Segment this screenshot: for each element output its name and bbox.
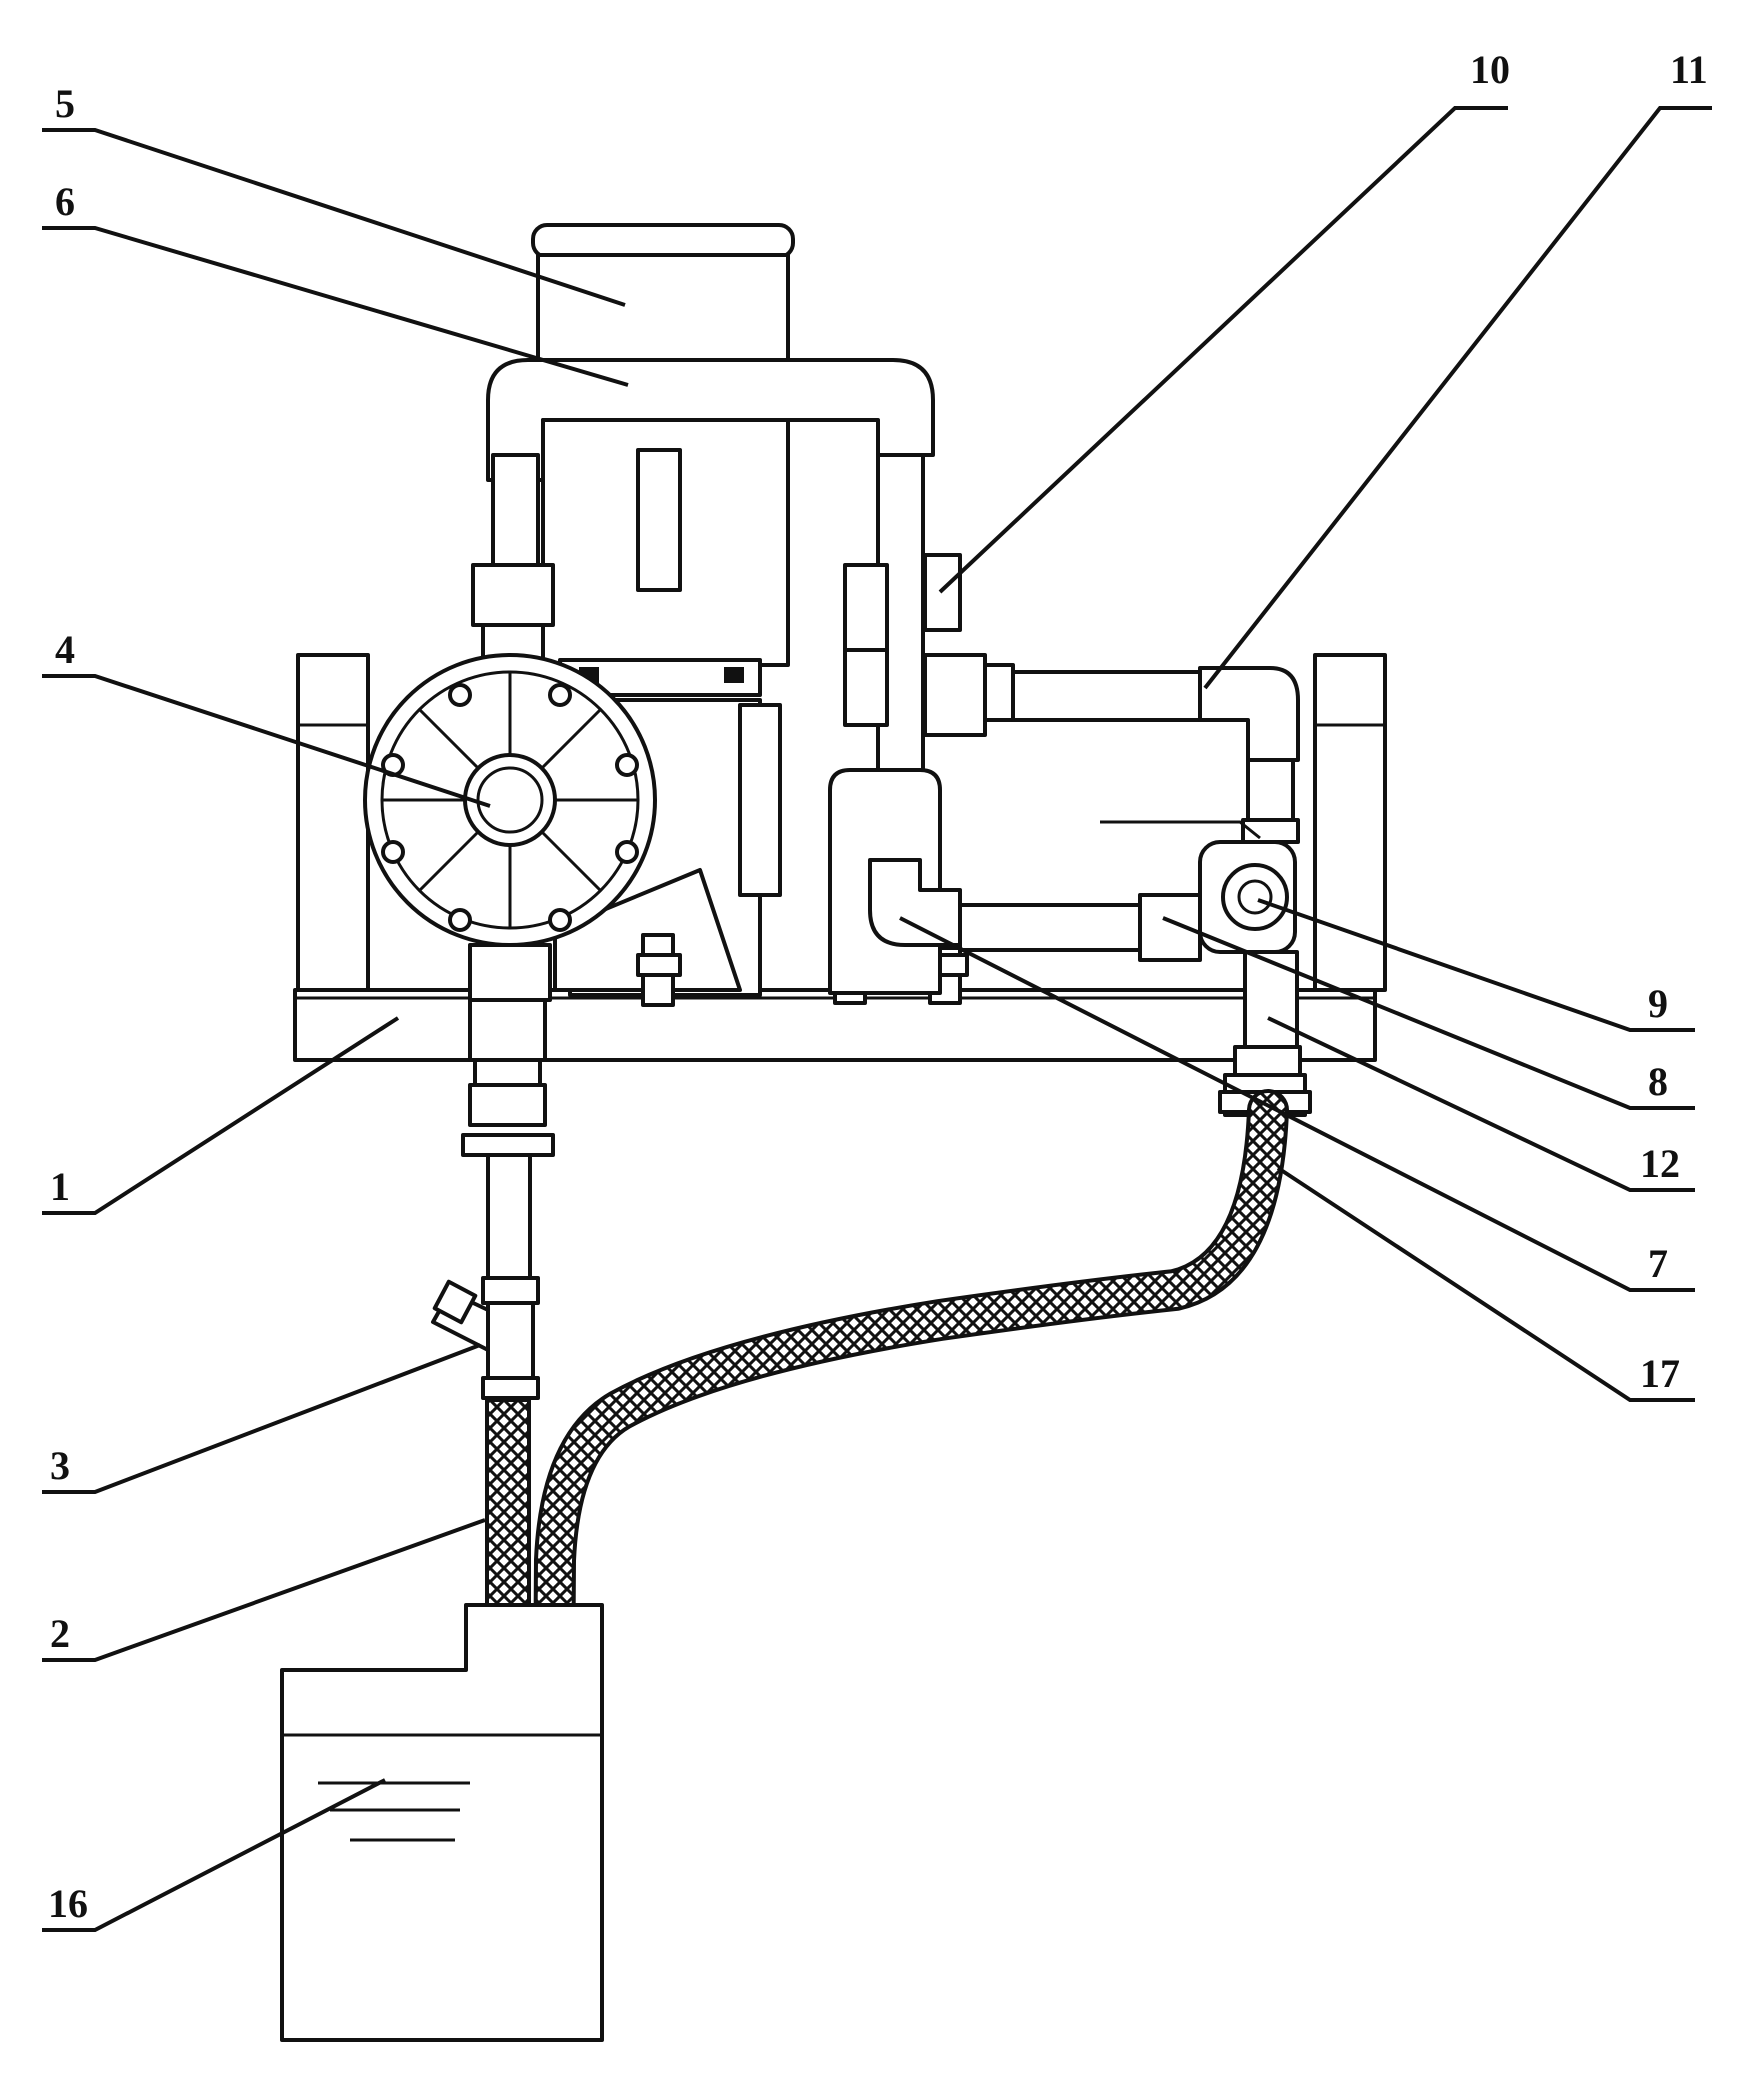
leader-3 — [42, 1343, 481, 1494]
leader-10 — [938, 106, 1508, 594]
leader-2 — [42, 1518, 486, 1662]
leader-6 — [42, 226, 629, 387]
leader-12 — [1267, 1016, 1695, 1192]
motor — [531, 223, 795, 362]
callout-16: 16 — [48, 1881, 88, 1926]
pump-head — [363, 653, 657, 947]
pressure-relief-valve — [923, 553, 1015, 737]
callout-10: 10 — [1470, 47, 1510, 92]
leader-7 — [899, 916, 1695, 1292]
gearbox — [553, 658, 782, 997]
y-strainer — [431, 1276, 540, 1400]
lower-horizontal-pipe — [958, 893, 1202, 962]
elbow-fitting — [1198, 666, 1300, 762]
leader-4 — [42, 674, 491, 808]
callout-3: 3 — [50, 1443, 70, 1488]
upper-horizontal-pipe — [1011, 670, 1215, 722]
callout-6: 6 — [55, 179, 75, 224]
callout-5: 5 — [55, 81, 75, 126]
leader-8 — [1162, 916, 1695, 1110]
lower-elbow — [868, 858, 962, 947]
tank — [280, 1603, 604, 2042]
pump-outlet-fitting — [461, 943, 555, 1282]
leader-17 — [1276, 1166, 1695, 1402]
callout-8: 8 — [1648, 1059, 1668, 1104]
leader-16 — [42, 1778, 386, 1932]
callout-9: 9 — [1648, 981, 1668, 1026]
callout-leaders — [42, 106, 1712, 1932]
leader-5 — [42, 128, 626, 307]
callout-2: 2 — [50, 1611, 70, 1656]
callout-12: 12 — [1640, 1141, 1680, 1186]
leader-1 — [42, 1016, 400, 1215]
leader-9 — [1257, 898, 1695, 1032]
pump-head-ribs — [382, 672, 638, 928]
callout-labels: 1 2 3 4 5 6 7 8 9 10 11 12 16 17 — [48, 47, 1708, 1926]
return-hose — [531, 1089, 1289, 2001]
callout-1: 1 — [50, 1164, 70, 1209]
callout-7: 7 — [1648, 1241, 1668, 1286]
callout-4: 4 — [55, 627, 75, 672]
left-riser-pipe — [471, 453, 555, 672]
callout-11: 11 — [1670, 47, 1708, 92]
pump-head-bolts — [381, 683, 639, 932]
motor-cover — [486, 358, 935, 667]
callout-17: 17 — [1640, 1351, 1680, 1396]
leader-11 — [1203, 106, 1712, 690]
ball-valve — [1100, 758, 1300, 954]
